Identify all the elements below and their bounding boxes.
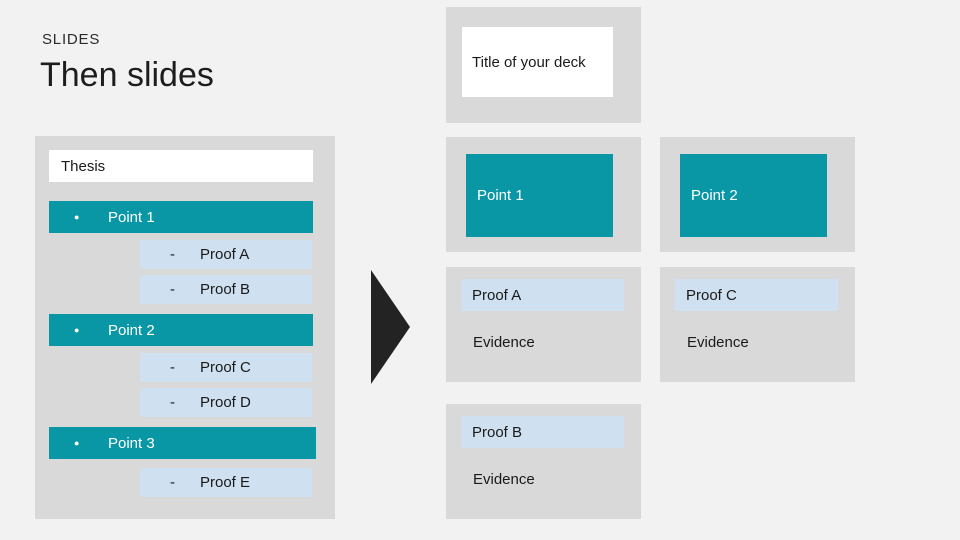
proof-d-label: Proof D bbox=[200, 394, 251, 411]
outline-point-row-2: ● Point 2 bbox=[49, 314, 313, 346]
outline-point-row-1: ● Point 1 bbox=[49, 201, 313, 233]
point-2-label: Point 2 bbox=[108, 321, 155, 339]
proof-header-bar: Proof A bbox=[461, 279, 624, 311]
proof-c-label: Proof C bbox=[200, 359, 251, 376]
proof-header-bar: Proof C bbox=[675, 279, 838, 311]
proof-b-label: Proof B bbox=[200, 281, 251, 298]
dash-icon: - bbox=[170, 474, 175, 491]
slide-proof-c-label: Proof C bbox=[686, 286, 737, 304]
bullet-icon: ● bbox=[74, 324, 80, 335]
outline-point-row-3: ● Point 3 bbox=[49, 427, 316, 459]
slide-thumbnail-proof-c: Proof C Evidence bbox=[660, 267, 855, 382]
outline-panel: Thesis ● Point 1 - Proof A - Proof B ● P… bbox=[35, 136, 335, 519]
page-title: Then slides bbox=[40, 56, 214, 94]
dash-icon: - bbox=[170, 246, 175, 263]
point-3-label: Point 3 bbox=[108, 434, 155, 452]
point-header-box: Point 1 bbox=[466, 154, 613, 237]
slide-thumbnail-point-2: Point 2 bbox=[660, 137, 855, 252]
point-1-label: Point 1 bbox=[108, 208, 155, 226]
outline-proof-row-e: - Proof E bbox=[140, 468, 312, 497]
slide-point-1-label: Point 1 bbox=[477, 187, 524, 204]
dash-icon: - bbox=[170, 281, 175, 298]
slide-thumbnail-point-1: Point 1 bbox=[446, 137, 641, 252]
dash-icon: - bbox=[170, 359, 175, 376]
point-header-box: Point 2 bbox=[680, 154, 827, 237]
bullet-icon: ● bbox=[74, 437, 80, 448]
thesis-label: Thesis bbox=[61, 157, 106, 175]
slide-point-2-label: Point 2 bbox=[691, 187, 738, 204]
outline-proof-row-d: - Proof D bbox=[140, 388, 312, 417]
outline-proof-row-c: - Proof C bbox=[140, 353, 312, 382]
outline-thesis-row: Thesis bbox=[49, 150, 313, 182]
slide-thumbnail-proof-a: Proof A Evidence bbox=[446, 267, 641, 382]
title-placeholder-box: Title of your deck bbox=[462, 27, 613, 97]
bullet-icon: ● bbox=[74, 211, 80, 222]
outline-proof-row-b: - Proof B bbox=[140, 275, 312, 304]
dash-icon: - bbox=[170, 394, 175, 411]
evidence-text: Evidence bbox=[687, 334, 749, 351]
slide-proof-a-label: Proof A bbox=[472, 286, 522, 304]
slide-thumbnail-title: Title of your deck bbox=[446, 7, 641, 123]
proof-header-bar: Proof B bbox=[461, 416, 624, 448]
evidence-text: Evidence bbox=[473, 471, 535, 488]
outline-proof-row-a: - Proof A bbox=[140, 240, 312, 269]
proof-e-label: Proof E bbox=[200, 474, 251, 491]
evidence-text: Evidence bbox=[473, 334, 535, 351]
transform-arrow-icon bbox=[371, 270, 410, 384]
slide-thumbnail-proof-b: Proof B Evidence bbox=[446, 404, 641, 519]
deck-title-label: Title of your deck bbox=[472, 53, 586, 71]
section-eyebrow: SLIDES bbox=[42, 31, 101, 48]
slide-proof-b-label: Proof B bbox=[472, 423, 523, 441]
proof-a-label: Proof A bbox=[200, 246, 250, 263]
